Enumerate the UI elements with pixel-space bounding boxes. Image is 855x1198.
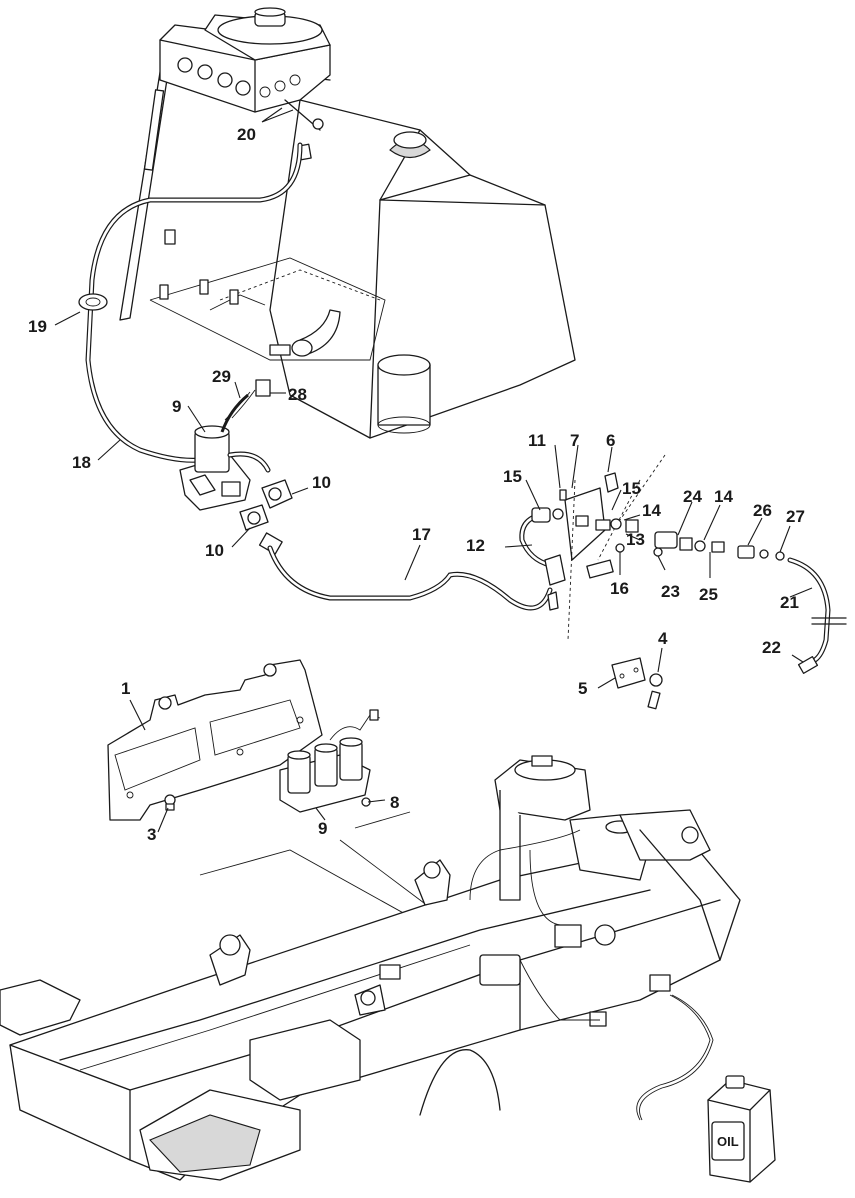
plate-5	[611, 657, 646, 689]
callout-27: 27	[786, 507, 805, 526]
callout-21: 21	[780, 593, 799, 612]
callout-13: 13	[626, 530, 645, 549]
callout-10: 10	[312, 473, 331, 492]
valve-assembly-9	[179, 379, 271, 511]
oil-container: OIL	[636, 994, 776, 1183]
callout-20: 20	[237, 125, 256, 144]
machine-chassis	[0, 755, 741, 1181]
callout-8: 8	[390, 793, 399, 812]
callout-23: 23	[661, 582, 680, 601]
fitting-10	[239, 479, 293, 555]
callout-3: 3	[147, 825, 156, 844]
callout-4: 4	[658, 629, 668, 648]
hose-17	[267, 545, 553, 611]
fitting-chain	[531, 489, 785, 561]
hose-12	[519, 512, 566, 611]
callout-18: 18	[72, 453, 91, 472]
callout-22: 22	[762, 638, 781, 657]
callout-1: 1	[121, 679, 130, 698]
callout-26: 26	[753, 501, 772, 520]
callout-29: 29	[212, 367, 231, 386]
callout-19: 19	[28, 317, 47, 336]
callout-25: 25	[699, 585, 718, 604]
valve-block-9	[279, 709, 381, 813]
callout-5: 5	[578, 679, 587, 698]
hydraulic-tank	[119, 7, 576, 439]
hose-clamp-19	[78, 293, 108, 311]
callout-15: 15	[622, 479, 641, 498]
callout-labels: 20 19 29 28 9 18 10 10 17 11 7 6 15 15 1…	[28, 125, 805, 844]
bolt-3	[164, 794, 176, 811]
leader-lines	[54, 107, 813, 833]
callout-12: 12	[466, 536, 485, 555]
callout-17: 17	[412, 525, 431, 544]
callout-7: 7	[570, 431, 579, 450]
mounting-plate-1	[107, 659, 323, 821]
fitting-4	[647, 673, 663, 710]
callout-10: 10	[205, 541, 224, 560]
callout-15: 15	[503, 467, 522, 486]
hose-21	[787, 557, 847, 674]
callout-11: 11	[528, 431, 546, 450]
callout-9: 9	[172, 397, 181, 416]
bulkhead-bracket-6	[564, 454, 666, 641]
callout-28: 28	[288, 385, 307, 404]
callout-6: 6	[606, 431, 615, 450]
hose-18	[85, 142, 303, 463]
callout-14: 14	[642, 501, 661, 520]
callout-9: 9	[318, 819, 327, 838]
callout-14: 14	[714, 487, 733, 506]
callout-24: 24	[683, 487, 702, 506]
callout-16: 16	[610, 579, 629, 598]
oil-label: OIL	[717, 1134, 739, 1149]
